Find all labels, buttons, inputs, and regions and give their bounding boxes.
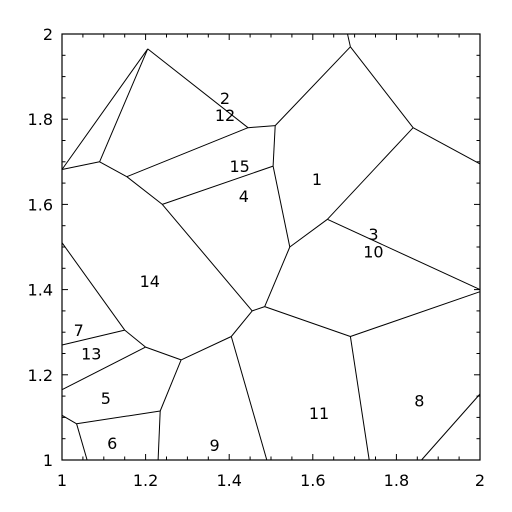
region-label-7: 7 <box>74 321 84 340</box>
cell-edge-18 <box>161 204 253 312</box>
region-label-5: 5 <box>101 389 111 408</box>
cell-edge-16 <box>162 165 274 205</box>
region-label-15: 15 <box>229 157 249 176</box>
cell-edge-25 <box>180 336 232 361</box>
y-tick-label-5: 2 <box>43 25 53 44</box>
cell-edge-10 <box>412 127 481 165</box>
cell-edge-26 <box>230 336 268 461</box>
plot-frame <box>61 33 481 461</box>
region-label-14: 14 <box>140 272 160 291</box>
cell-edge-4 <box>99 161 128 178</box>
region-label-13: 13 <box>81 345 101 364</box>
cell-edge-28 <box>159 359 182 412</box>
region-label-1: 1 <box>312 170 322 189</box>
cell-edge-21 <box>230 310 253 337</box>
region-label-6: 6 <box>107 434 117 453</box>
region-label-11: 11 <box>309 404 329 423</box>
y-tick-label-2: 1.4 <box>28 281 53 300</box>
cell-edge-19 <box>264 246 291 307</box>
cell-edge-23 <box>350 291 481 337</box>
cell-edge-31 <box>61 414 77 425</box>
cell-edge-36 <box>61 329 125 346</box>
cell-edge-20 <box>252 306 265 312</box>
cell-edge-5 <box>126 127 249 178</box>
x-tick-label-1: 1.2 <box>133 471 158 490</box>
cell-edge-30 <box>76 410 161 425</box>
cell-edge-32 <box>76 423 88 461</box>
cell-edge-8 <box>347 33 351 47</box>
region-label-10: 10 <box>363 242 383 261</box>
cell-edge-37 <box>421 393 481 461</box>
cell-edge-27 <box>145 346 182 361</box>
cell-edge-3 <box>61 161 100 170</box>
cell-edge-17 <box>126 176 163 205</box>
cell-edges <box>61 33 481 461</box>
y-tick-label-1: 1.2 <box>28 366 53 385</box>
y-tick-label-3: 1.6 <box>28 195 53 214</box>
cell-edge-7 <box>274 46 351 126</box>
region-label-3: 3 <box>368 225 378 244</box>
cell-edge-6 <box>247 125 276 129</box>
region-label-4: 4 <box>239 187 249 206</box>
y-tick-label-0: 1 <box>43 451 53 470</box>
region-label-2: 2 <box>220 89 230 108</box>
cell-edge-2 <box>147 48 249 129</box>
cell-edge-29 <box>157 410 161 461</box>
x-tick-label-0: 1 <box>57 471 67 490</box>
region-label-8: 8 <box>414 391 424 410</box>
region-label-9: 9 <box>209 436 219 455</box>
cell-edge-11 <box>327 127 414 220</box>
x-tick-label-3: 1.6 <box>300 471 325 490</box>
cell-edge-13 <box>327 218 481 291</box>
cell-edge-14 <box>272 125 276 167</box>
cell-edge-15 <box>272 165 291 248</box>
x-tick-label-5: 2 <box>475 471 485 490</box>
cell-edge-35 <box>61 242 126 331</box>
x-tick-label-2: 1.4 <box>216 471 241 490</box>
region-label-12: 12 <box>215 106 235 125</box>
cell-edge-12 <box>289 218 328 248</box>
axis-tick-labels: 1 1.2 1.4 1.6 1.8 2 1 1.2 1.4 1.6 1.8 2 <box>28 25 486 490</box>
cell-edge-33 <box>61 346 146 391</box>
cell-edge-34 <box>124 329 146 348</box>
cell-edge-9 <box>350 46 414 129</box>
cell-edge-1 <box>99 48 149 162</box>
cell-edge-0 <box>61 48 149 170</box>
x-tick-label-4: 1.8 <box>384 471 409 490</box>
y-tick-label-4: 1.8 <box>28 110 53 129</box>
cell-edge-22 <box>264 306 351 337</box>
cell-edge-24 <box>349 336 370 461</box>
